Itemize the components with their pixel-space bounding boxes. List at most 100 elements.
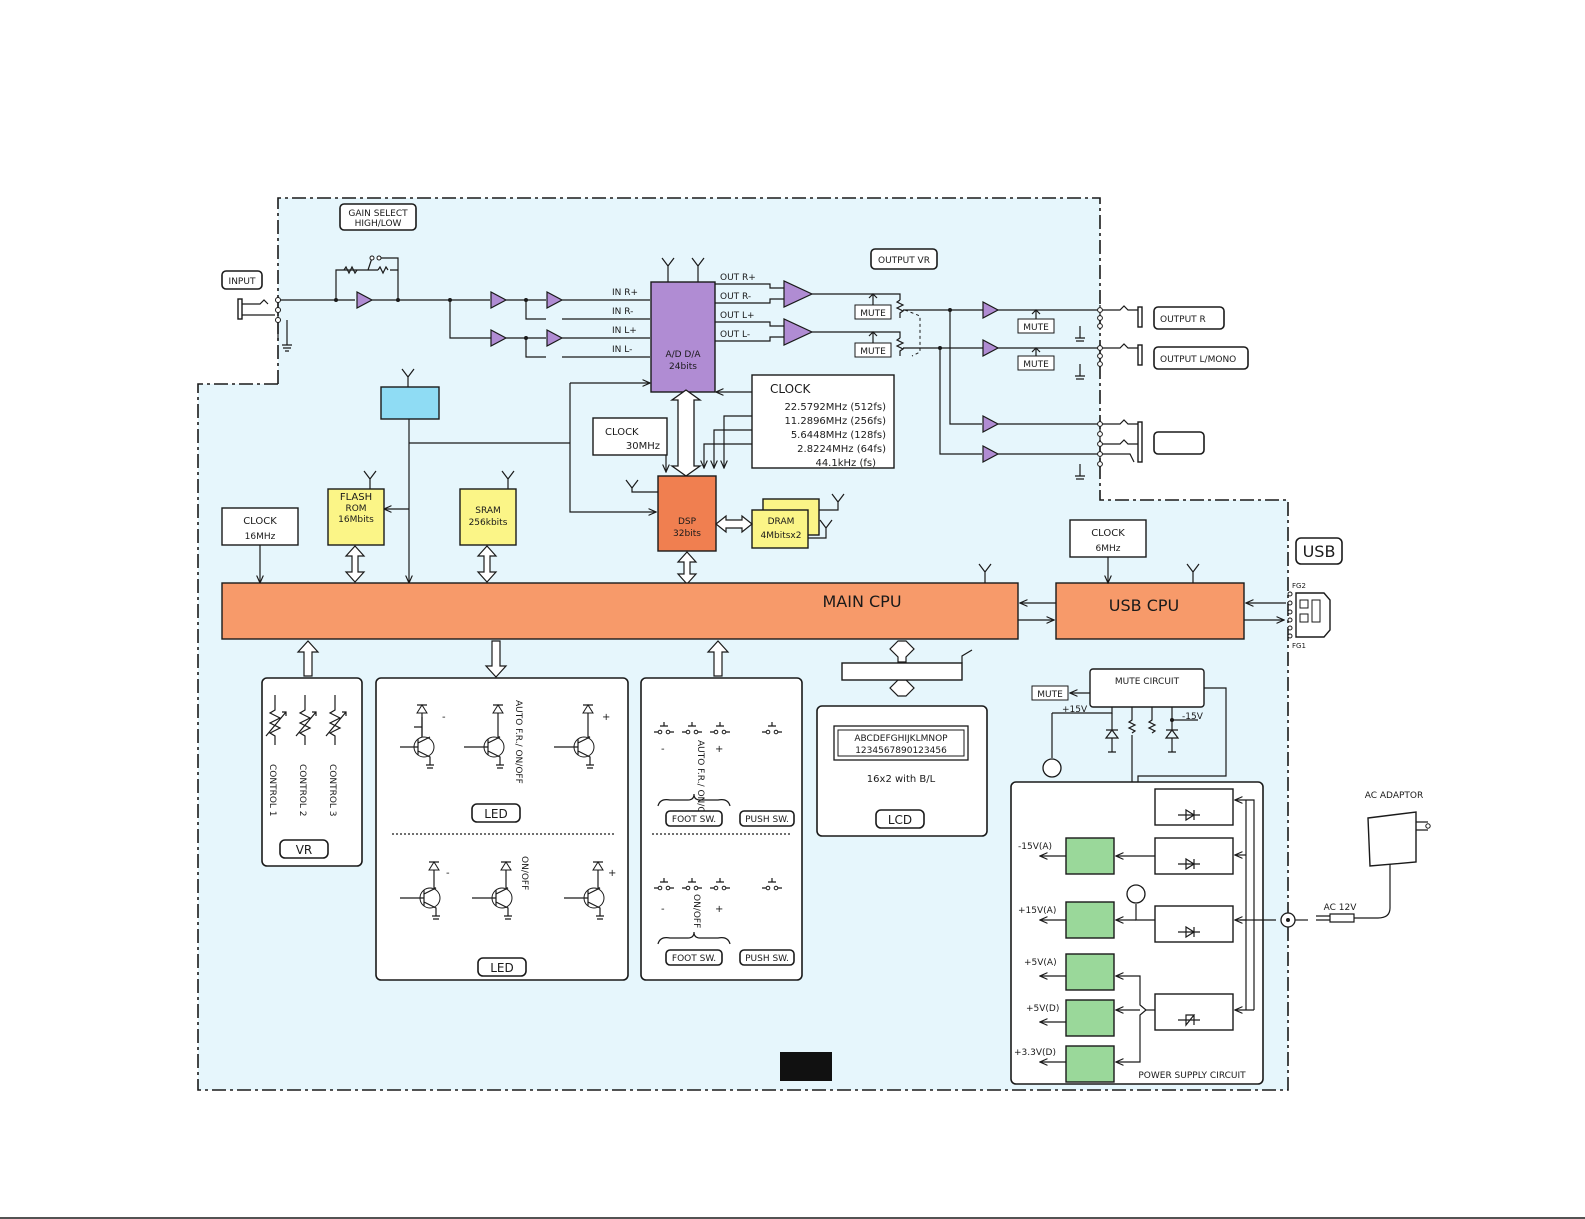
switch-bottom-onoff: ON/OFF <box>691 894 701 928</box>
buffer-amp-l1 <box>490 329 508 347</box>
lcd-title-tag <box>875 809 925 829</box>
lcd-row-1: ABCDEFGHIJKLMNOP <box>854 734 948 744</box>
clock-30mhz-line1: CLOCK <box>605 427 639 438</box>
led-top-minus: - <box>442 712 446 723</box>
foot-sw-bottom: FOOT SW. <box>672 954 716 964</box>
fg1-label: FG1 <box>1292 642 1306 650</box>
usb-connector-icon <box>1287 591 1331 639</box>
dsp-chip <box>657 475 717 552</box>
main-cpu-label: MAIN CPU <box>822 592 901 611</box>
clock-6mhz-line1: CLOCK <box>1091 528 1125 539</box>
phones-tag <box>1153 431 1205 455</box>
led-transistor-icons <box>400 704 605 920</box>
clock-30mhz-line2: 30MHz <box>626 441 660 452</box>
input-tag <box>221 270 263 290</box>
pin-in-r-minus: IN R- <box>612 307 633 317</box>
lcd-caption: 16x2 with B/L <box>867 774 936 785</box>
regulator-pos5d <box>1065 999 1115 1037</box>
rail-pos33d: +3.3V(D) <box>1014 1048 1056 1058</box>
led-title-bottom: LED <box>490 961 514 975</box>
ac-adaptor-label: AC ADAPTOR <box>1365 791 1424 801</box>
mute-block-4 <box>1017 347 1055 371</box>
led-title-top: LED <box>484 807 508 821</box>
led-bottom-minus: - <box>446 868 450 879</box>
led-top-plus: + <box>602 712 610 723</box>
rectifier-blocks <box>1154 788 1234 1031</box>
mute-label-circuit: MUTE <box>1037 690 1063 700</box>
foot-sw-top: FOOT SW. <box>672 815 716 825</box>
converter-dsp-bus <box>669 389 703 477</box>
flash-power <box>363 470 377 489</box>
gain-select-line1: GAIN SELECT <box>348 209 408 219</box>
usb-tag-label: USB <box>1303 542 1336 561</box>
output-l-tag <box>1153 346 1249 370</box>
buffer-amp-l2 <box>546 329 564 347</box>
output-r-tag <box>1153 306 1225 330</box>
clock-6mhz-line2: 6MHz <box>1096 544 1121 554</box>
clock-row-4: 2.8224MHz (64fs) <box>797 444 886 455</box>
vr-title-tag <box>279 839 329 859</box>
switch-bottom-plus: + <box>715 904 723 915</box>
vr-control-3: CONTROL 3 <box>327 764 337 817</box>
output-l-label: OUTPUT L/MONO <box>1160 355 1236 365</box>
mute-circuit-box <box>1089 668 1205 708</box>
gain-select-line2: HIGH/LOW <box>355 219 402 229</box>
push-sw-tag-top <box>739 810 795 827</box>
converter-line2: 24bits <box>669 362 697 372</box>
dsp-power <box>625 479 658 493</box>
input-buffer-amp <box>356 291 374 309</box>
switch-panel <box>640 677 803 981</box>
pin-out-l-plus: OUT L+ <box>720 311 755 321</box>
flash-line2: ROM <box>345 504 366 514</box>
pin-out-l-minus: OUT L- <box>720 330 750 340</box>
output-routing <box>715 283 1100 455</box>
regulator-pos5a <box>1065 953 1115 991</box>
power-distribution <box>1040 800 1276 1062</box>
clock-16mhz-box <box>221 507 299 546</box>
mute-label-2: MUTE <box>860 347 886 357</box>
lcd-title: LCD <box>888 813 912 827</box>
clock-table-box <box>751 374 895 469</box>
switch-top-minus: - <box>661 744 665 755</box>
vr-control-2: CONTROL 2 <box>297 764 307 817</box>
sram-power <box>501 470 515 489</box>
usb-cpu-power <box>1186 563 1200 583</box>
clock-16mhz-line2: 16MHz <box>245 532 276 542</box>
ac-12v-label: AC 12V <box>1324 903 1358 913</box>
phones-amp-r <box>982 415 1000 433</box>
dram-line1: DRAM <box>768 517 795 527</box>
clock-16mhz-line1: CLOCK <box>243 516 277 527</box>
rail-neg15a: -15V(A) <box>1018 842 1052 852</box>
lcd-controller-strip <box>841 662 963 681</box>
main-cpu-power <box>978 563 992 583</box>
lcd-screen-inner <box>837 729 965 757</box>
mute-label-3: MUTE <box>1023 323 1049 333</box>
mute-tag-circuit <box>1031 685 1069 701</box>
clock-table-title: CLOCK <box>770 382 811 396</box>
dc-jack-icon <box>1280 912 1308 928</box>
lcd-controller-power <box>961 649 973 663</box>
mute-label-4: MUTE <box>1023 360 1049 370</box>
led-title-tag-top <box>471 803 521 823</box>
panel-buses <box>296 640 915 697</box>
usb-cpu <box>1055 582 1245 640</box>
led-title-tag-bottom <box>477 957 527 977</box>
led-panel <box>375 677 629 981</box>
blank-block-power <box>401 368 415 387</box>
vr-panel <box>261 677 363 867</box>
black-label-block <box>780 1052 832 1081</box>
input-label: INPUT <box>229 277 256 287</box>
flash-line3: 16Mbits <box>338 515 374 525</box>
switch-icons <box>654 722 782 945</box>
mute-block-3 <box>1017 309 1055 334</box>
buffer-amp-r1 <box>490 291 508 309</box>
flash-rom-chip <box>327 488 385 546</box>
mute-circuit-neg: -15V <box>1182 712 1204 722</box>
dram-chips <box>715 493 845 549</box>
mute-circuit-pos: +15V <box>1062 705 1088 715</box>
dsp-line2: 32bits <box>673 529 701 539</box>
rail-pos5a: +5V(A) <box>1024 958 1057 968</box>
output-r-label: OUTPUT R <box>1160 315 1206 325</box>
output-amp-r <box>783 280 814 308</box>
